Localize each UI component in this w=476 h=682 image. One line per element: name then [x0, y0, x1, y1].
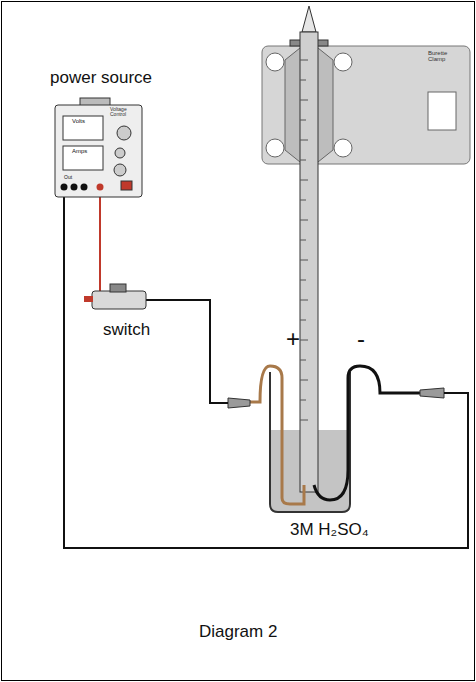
- burette-tube: [300, 32, 318, 492]
- clamp-hole: [334, 139, 352, 157]
- burette: [290, 6, 328, 492]
- caption: Diagram 2: [199, 622, 277, 642]
- switch-symbol: [84, 284, 146, 309]
- cathode-wire: [314, 366, 425, 500]
- wire: [64, 190, 468, 548]
- amp-meter: [63, 146, 103, 170]
- clamp-slot: [428, 92, 456, 130]
- knob: [114, 164, 126, 176]
- polarity-sign: -: [357, 325, 365, 353]
- red-wire: [92, 190, 100, 298]
- volt-meter: [63, 116, 103, 140]
- anode-wire: [245, 366, 304, 504]
- meter-label: Amps: [72, 148, 87, 155]
- switch-body: [92, 291, 146, 309]
- panel-label: Out: [64, 175, 72, 181]
- solution-label: 3M H₂SO₄: [290, 520, 369, 540]
- burette-tip: [302, 6, 316, 32]
- clamp-hole: [266, 53, 284, 71]
- knob: [115, 148, 125, 158]
- burette-clamp: [262, 46, 470, 164]
- control-label: Voltage Control: [110, 107, 140, 118]
- component-label: switch: [103, 320, 150, 340]
- clamp-hole: [266, 139, 284, 157]
- alligator-clip: [420, 388, 444, 398]
- switch-plug: [84, 296, 93, 302]
- alligator-clip: [228, 398, 250, 408]
- knob: [117, 126, 131, 140]
- graduations: [300, 60, 308, 420]
- wire: [145, 300, 228, 403]
- component-label: power source: [50, 68, 152, 88]
- clamp-plate: [262, 46, 470, 164]
- terminal: [71, 184, 78, 191]
- terminal: [97, 184, 104, 191]
- polarity-sign: +: [286, 325, 300, 353]
- power-supply: [55, 98, 142, 197]
- switch-toggle: [110, 284, 126, 292]
- terminal: [61, 184, 68, 191]
- power-button: [121, 181, 132, 190]
- terminal: [81, 184, 88, 191]
- clamp-hole: [334, 53, 352, 71]
- clamp-label: Burette Clamp: [428, 50, 460, 63]
- meter-label: Volts: [72, 118, 85, 125]
- supply-case: [55, 105, 142, 197]
